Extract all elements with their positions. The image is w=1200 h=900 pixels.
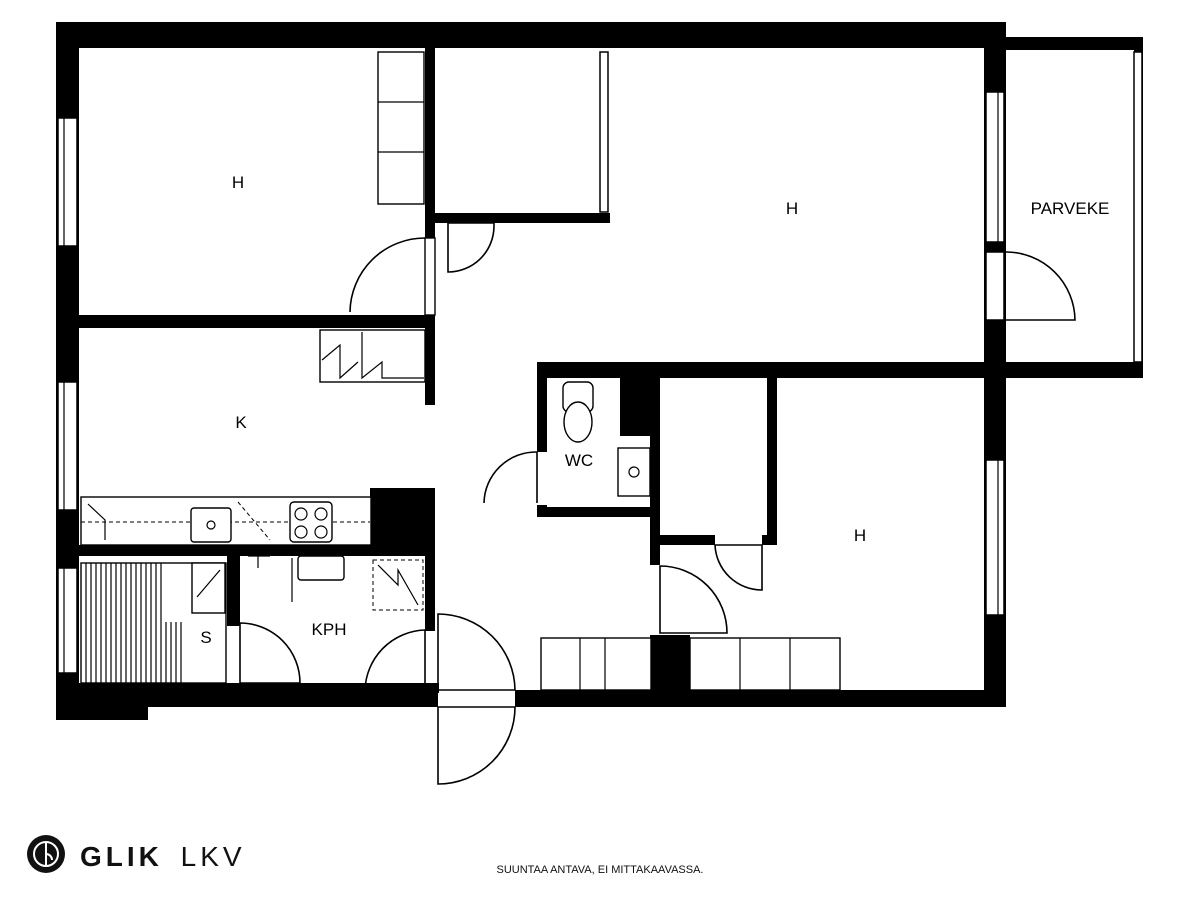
brand-name-bold: GLIK	[80, 841, 163, 872]
doors	[239, 222, 1076, 785]
brand-name-light: LKV	[181, 841, 246, 872]
room-label-bedroom-2: H	[854, 526, 866, 545]
room-label-balcony: PARVEKE	[1031, 199, 1110, 218]
fixtures	[80, 51, 841, 691]
room-label-bathroom: KPH	[312, 620, 347, 639]
glik-monogram-icon	[27, 835, 65, 873]
room-label-kitchen: K	[235, 413, 247, 432]
room-label-living-room: H	[786, 199, 798, 218]
room-label-toilet: WC	[565, 451, 593, 470]
room-label-bedroom-1: H	[232, 173, 244, 192]
brand-logo: GLIK LKV	[27, 835, 246, 873]
room-label-sauna: S	[200, 628, 211, 647]
svg-text:GLIK LKV: GLIK LKV	[80, 841, 246, 872]
windows	[57, 51, 1143, 674]
scale-disclaimer: SUUNTAA ANTAVA, EI MITTAKAAVASSA.	[496, 864, 703, 876]
